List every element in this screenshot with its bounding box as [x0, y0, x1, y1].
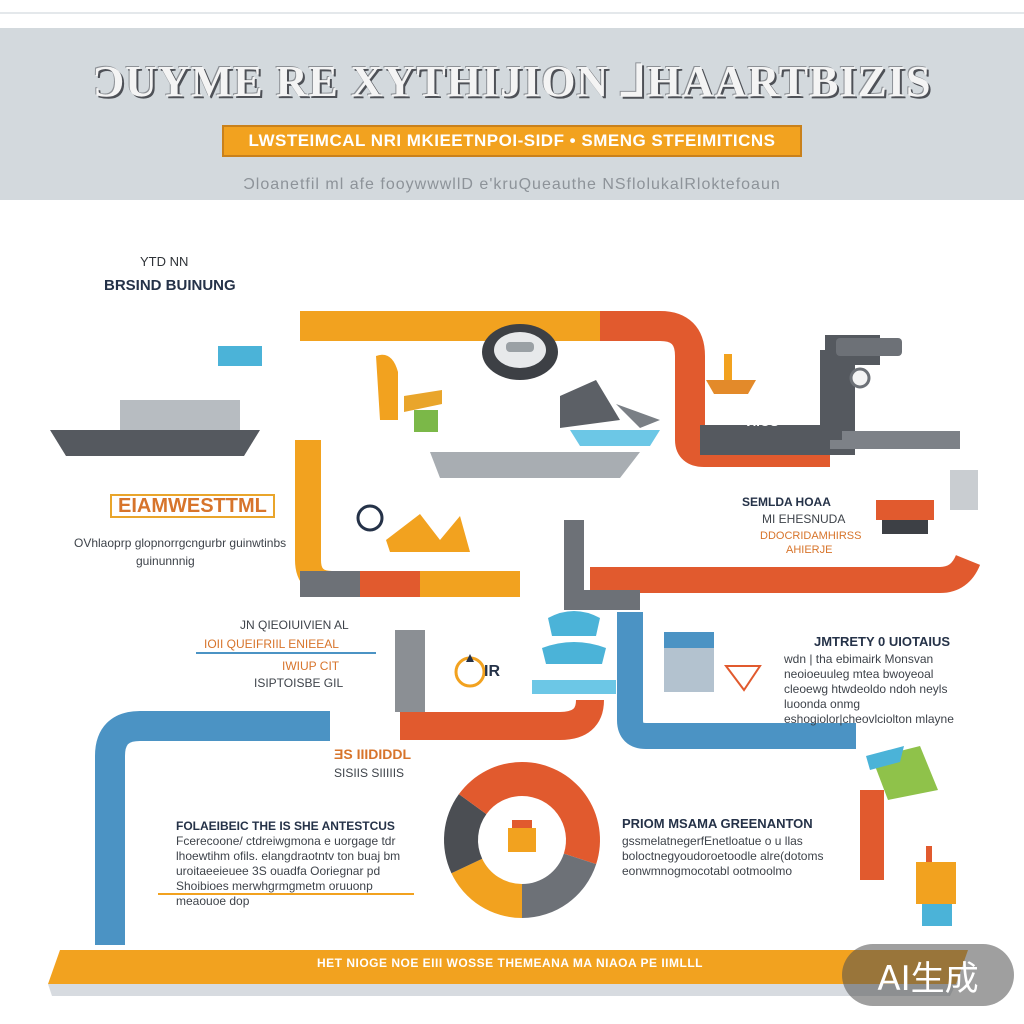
bowl-icon: [482, 324, 558, 380]
bottom-left-text: Fcerecoone/ ctdreiwgmona e uorgage tdr l…: [176, 834, 401, 908]
left-text-2: guinunnnig: [136, 554, 195, 568]
bottom-right-heading: PRIOM MSAMA GREENANTON: [622, 816, 813, 831]
tray-center: [430, 452, 640, 478]
mid-left-count: ƎS IIIDIDDL: [334, 746, 412, 762]
mid-left-count-sub: SISIIS SIIIIIS: [334, 766, 405, 780]
arrow-cycle-icon: [454, 654, 486, 688]
mid-left-sub-2: IWIUP CIT: [282, 659, 340, 673]
tractor-icon: [866, 746, 938, 800]
donut-chart: [444, 761, 600, 918]
donut-slice-4: [444, 794, 487, 874]
donut-slice-5: [458, 761, 522, 815]
ship-icon: [706, 354, 756, 394]
right-top-orange-1: DDOCRIDAMHIRSS: [760, 530, 862, 542]
mid-left-heading: IOII QUEIFRIIL ENIEEAL: [204, 637, 339, 651]
integrity-text: wdn | tha ebimairk Monsvan neoioeuuleg m…: [784, 652, 954, 726]
footer-band: [48, 950, 968, 984]
ai-generated-badge: AI生成: [842, 944, 1014, 1006]
press-machine-icon: [820, 338, 902, 440]
platform-left: [50, 430, 260, 456]
right-top-sub: MI EHESNUDA: [762, 512, 846, 526]
gear-stack-icon: [532, 611, 616, 694]
right-top-orange-2: AHIERJE: [786, 544, 833, 556]
right-top-heading: SEMLDA HOAA: [742, 495, 831, 509]
pipe-blue-right: [617, 612, 856, 749]
bottom-right-text: gssmelatnegerfEnetloatue o u llas boloct…: [622, 834, 824, 878]
footer-text: HET NIOGE NOE EIII WOSSE THEMEANA MA NIA…: [316, 956, 703, 970]
header-banner: [0, 28, 1024, 200]
donut-slice-3: [451, 858, 522, 918]
pipe-lower-red: [400, 698, 604, 740]
donut-slice-2: [522, 853, 597, 918]
brand-kicker: YTD NN: [140, 254, 189, 269]
brand-title: BRSIND BUINUNG: [104, 277, 236, 294]
footer-band-shadow: [48, 984, 956, 996]
factory-icon: [916, 846, 956, 926]
donut-center-icon: [508, 820, 536, 852]
tools-icon: [356, 504, 470, 552]
figure-icon: [376, 354, 442, 432]
ai-badge-text: AI生成: [877, 958, 979, 999]
mid-left-sub-1: JN QIEOIUIVIEN AL: [240, 618, 349, 632]
mid-left-rule: [196, 652, 376, 654]
bottom-left-heading: FOLAEIBEIC THE IS SHE ANTESTCUS: [176, 819, 395, 833]
dispenser-icon: [876, 470, 978, 534]
pipe-mid-gray: [564, 520, 640, 610]
pipe-lower-blue: [95, 711, 330, 945]
boxes-label-right: NIOIDOBIE: [860, 414, 928, 429]
pipe-mid-red: [590, 554, 981, 593]
top-rule: [0, 12, 1024, 14]
subtitle-text: LWSTEIMCAL NRI MKIEETNPOI-SIDF • SMENG S…: [248, 131, 776, 150]
mid-left-sub-3: ISIPTOISBE GIL: [254, 676, 344, 690]
platform-left-blue: [218, 346, 262, 366]
robot-arm-icon: [560, 380, 660, 428]
kiosk-icon: [664, 632, 762, 692]
page-title: ƆUYME RE XYTHIJION ⅃HAARTBIZIS: [92, 57, 932, 106]
arrow-label: IR: [484, 663, 500, 680]
platform-left-top: [120, 400, 240, 430]
boxes-label-left: VIIOS: [744, 414, 779, 429]
tray-center-blue: [570, 430, 660, 446]
integrity-heading: JMTRETY 0 UIOTAIUS: [814, 634, 951, 649]
pipe-top-red: [600, 311, 830, 467]
left-text-1: OVhlaoprp glopnorrgcngurbr guinwtinbs: [74, 536, 287, 550]
tagline: Ɔloanetfil ml afe fooywwwllD e'kruQueaut…: [243, 176, 781, 193]
subtitle-band: LWSTEIMCAL NRI MKIEETNPOI-SIDF • SMENG S…: [222, 125, 802, 157]
bottom-left-rule: [158, 893, 414, 895]
left-orange-heading: EIAMWESTTML: [110, 494, 275, 518]
donut-slice-1: [522, 762, 600, 865]
